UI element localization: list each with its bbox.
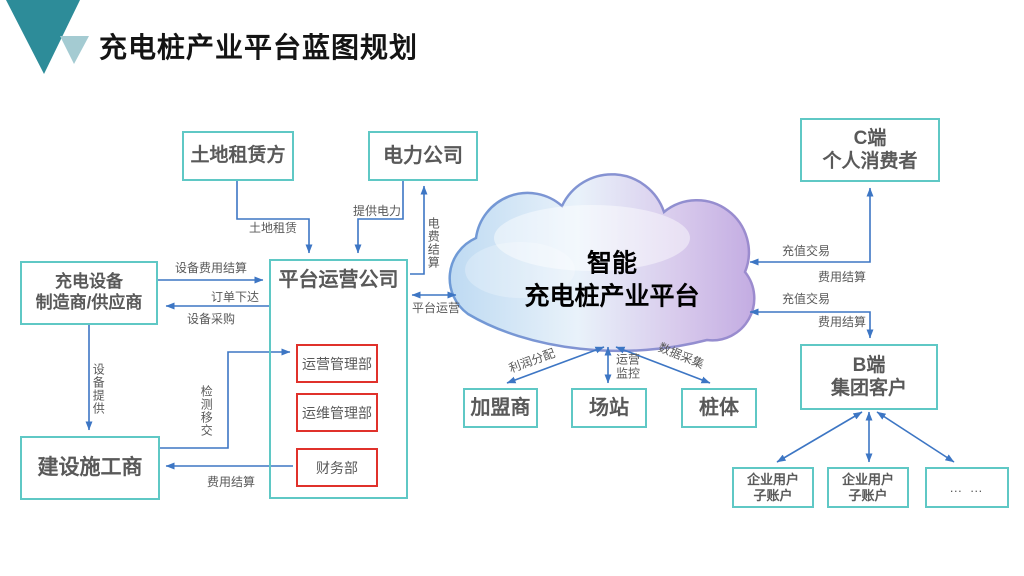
label-equip-fee-settle: 设备费用结算 — [174, 260, 248, 275]
label-platform-operation: 平台运营 — [411, 300, 461, 315]
box-sub-account-2: 企业用户 子账户 — [827, 467, 909, 508]
dept-finance-label: 财务部 — [316, 459, 358, 476]
arrow-c-end-cloud — [749, 187, 874, 266]
box-builder: 建设施工商 — [20, 436, 160, 500]
box-pile: 桩体 — [681, 388, 757, 428]
label-land-lease: 土地租赁 — [248, 220, 298, 235]
sub-account-more-label: … … — [949, 479, 985, 495]
label-equip-purchase: 设备采购 — [186, 311, 236, 326]
box-power-company-label: 电力公司 — [383, 144, 463, 167]
page-title: 充电桩产业平台蓝图规划 — [99, 32, 419, 63]
cloud-line1: 智能 — [586, 249, 638, 278]
box-station: 场站 — [571, 388, 647, 428]
box-land-lessor-label: 土地租赁方 — [190, 145, 286, 167]
box-dept-operation: 运营管理部 — [296, 344, 378, 383]
arrow-inspect-handover — [160, 348, 291, 449]
arrow-power-fee-settle — [410, 185, 428, 275]
cloud-shape — [448, 173, 756, 353]
box-c-end-line2: 个人消费者 — [822, 151, 918, 172]
box-platform-company: 平台运营公司 — [269, 259, 408, 499]
title-triangle-light-icon — [60, 36, 89, 64]
dept-operation-label: 运营管理部 — [302, 355, 372, 372]
label-fee-settle-b: 费用结算 — [817, 314, 867, 329]
box-station-label: 场站 — [589, 396, 629, 419]
box-dept-maintenance: 运维管理部 — [296, 393, 378, 432]
arrow-sub-account-1 — [776, 411, 863, 463]
label-fee-settle-c: 费用结算 — [817, 269, 867, 284]
label-inspect-handover: 检测移交 — [199, 385, 214, 437]
label-fee-settle-builder: 费用结算 — [206, 474, 256, 489]
arrow-b-end-cloud — [749, 308, 874, 339]
label-order-issue: 订单下达 — [210, 289, 260, 304]
cloud-line2: 充电桩产业平台 — [524, 282, 700, 310]
arrow-profit-share — [506, 346, 605, 384]
box-dept-finance: 财务部 — [296, 448, 378, 487]
box-equipment-maker: 充电设备 制造商/供应商 — [20, 261, 158, 325]
label-ops-monitor-line2: 监控 — [615, 367, 641, 381]
arrow-sub-account-3 — [876, 411, 955, 463]
box-power-company: 电力公司 — [368, 131, 478, 181]
title-triangle-dark-icon — [6, 0, 80, 74]
box-c-end: C端 个人消费者 — [800, 118, 940, 182]
box-b-end-line1: B端 — [852, 354, 886, 376]
box-equipment-maker-line1: 充电设备 — [55, 272, 123, 292]
box-franchisee-label: 加盟商 — [470, 396, 531, 419]
box-franchisee: 加盟商 — [463, 388, 538, 428]
box-platform-company-label: 平台运营公司 — [278, 269, 399, 291]
arrow-land-lease — [236, 181, 313, 254]
label-provide-power: 提供电力 — [352, 203, 402, 218]
box-pile-label: 桩体 — [699, 396, 739, 419]
label-power-fee-settle: 电费结算 — [426, 217, 441, 269]
box-b-end-line2: 集团客户 — [830, 378, 907, 399]
box-sub-account-1: 企业用户 子账户 — [732, 467, 814, 508]
label-recharge-trade-c: 充值交易 — [781, 243, 831, 258]
sub-account-2-line2: 子账户 — [848, 487, 888, 503]
arrow-provide-power — [354, 181, 404, 254]
label-recharge-trade-b: 充值交易 — [781, 291, 831, 306]
connector-lines — [85, 181, 955, 470]
box-sub-account-more: … … — [925, 467, 1009, 508]
box-land-lessor: 土地租赁方 — [182, 131, 294, 181]
cloud-platform-label: 智能 充电桩产业平台 — [524, 248, 699, 313]
label-ops-monitor: 运营 监控 — [616, 353, 640, 382]
box-builder-label: 建设施工商 — [37, 456, 143, 480]
label-ops-monitor-line1: 运营 — [615, 352, 641, 367]
box-equipment-maker-line2: 制造商/供应商 — [35, 293, 143, 312]
box-c-end-line1: C端 — [853, 127, 887, 149]
arrow-data-collect — [615, 346, 711, 384]
sub-account-1-line1: 企业用户 — [746, 471, 799, 487]
sub-account-1-line2: 子账户 — [753, 487, 793, 503]
sub-account-2-line1: 企业用户 — [841, 471, 894, 487]
dept-maintenance-label: 运维管理部 — [302, 404, 372, 421]
label-equip-provide: 设备提供 — [91, 363, 106, 415]
box-b-end: B端 集团客户 — [800, 344, 938, 410]
